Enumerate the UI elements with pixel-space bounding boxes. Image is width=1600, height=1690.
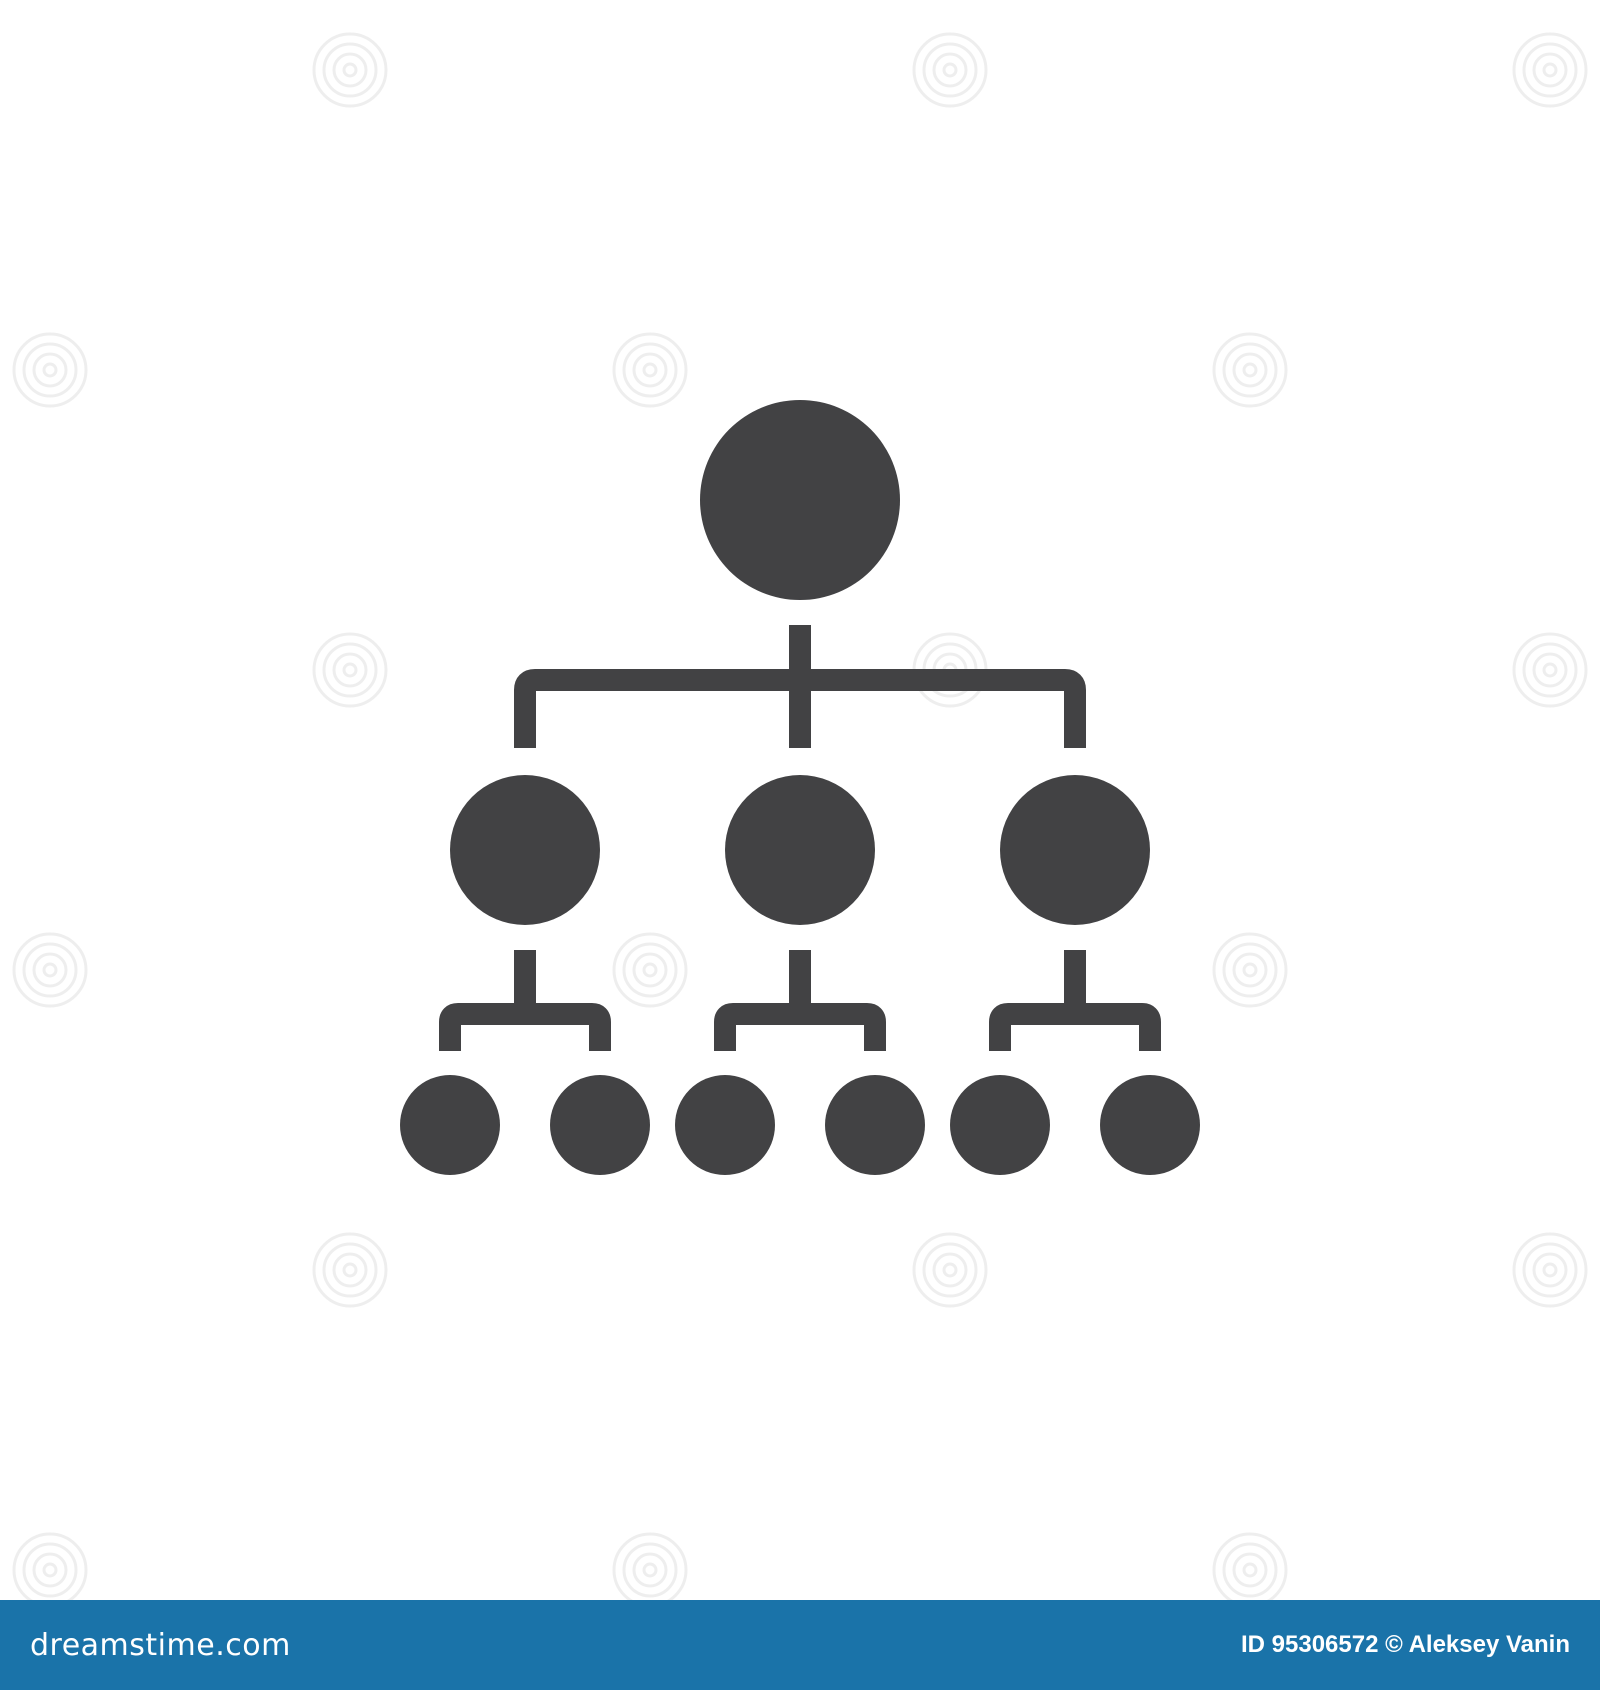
level1-node-3: [1000, 775, 1150, 925]
footer-bar: dreamstime.com ID 95306572 © Aleksey Van…: [0, 1600, 1600, 1690]
level1-node-1: [450, 775, 600, 925]
hierarchy-diagram: [400, 400, 1200, 1175]
level1-node-2: [725, 775, 875, 925]
image-credit: ID 95306572 © Aleksey Vanin: [1240, 1631, 1570, 1658]
image-canvas: [12, 32, 1588, 1608]
root-node: [700, 400, 900, 600]
level2-bus-2: [714, 1003, 886, 1051]
leaf-node-3: [675, 1075, 775, 1175]
level2-bus-1: [439, 1003, 611, 1051]
level2-bus-3: [989, 1003, 1161, 1051]
leaf-node-5: [950, 1075, 1050, 1175]
leaf-node-2: [550, 1075, 650, 1175]
leaf-node-4: [825, 1075, 925, 1175]
leaf-node-6: [1100, 1075, 1200, 1175]
leaf-node-1: [400, 1075, 500, 1175]
level1-bus: [514, 669, 1086, 748]
brand-logo[interactable]: dreamstime.com: [30, 1628, 291, 1663]
brand-text: dreamstime.com: [30, 1627, 291, 1663]
